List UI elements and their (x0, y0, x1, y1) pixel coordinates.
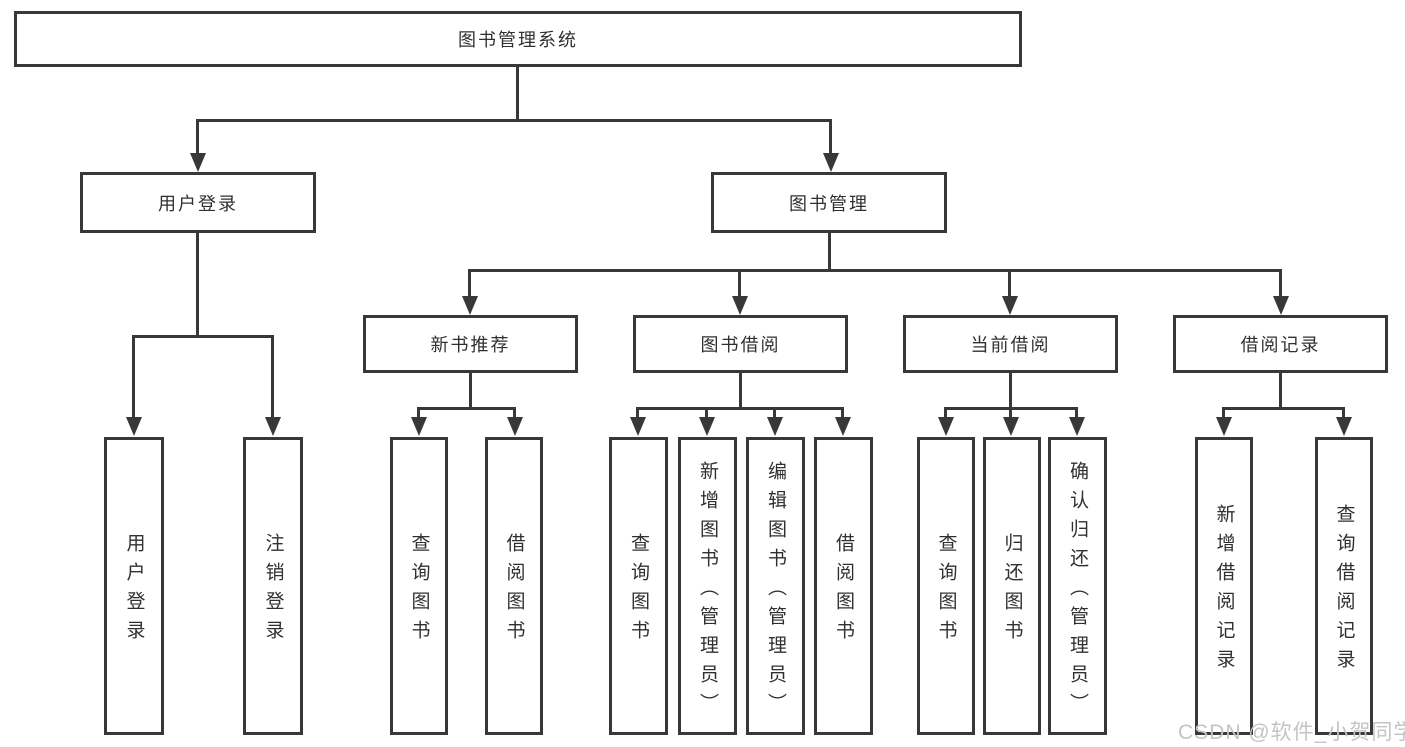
node-label: 确认归还（管理员） (1067, 460, 1088, 722)
connector-line (1008, 269, 1011, 298)
node-return-books: 归还图书 (983, 437, 1041, 735)
node-label: 图书管理系统 (458, 30, 578, 50)
arrowhead-icon (938, 417, 954, 436)
connector-line (739, 373, 742, 410)
connector-line (417, 407, 420, 419)
arrowhead-icon (767, 417, 783, 436)
node-label: 图书借阅 (700, 335, 781, 355)
connector-line (271, 335, 274, 418)
node-confirm-return-admin: 确认归还（管理员） (1048, 437, 1107, 735)
node-add-borrow-record: 新增借阅记录 (1195, 437, 1253, 735)
connector-line (1279, 269, 1282, 298)
connector-line (196, 119, 832, 122)
node-borrowing-records: 借阅记录 (1173, 315, 1388, 373)
arrowhead-icon (630, 417, 646, 436)
node-logout: 注销登录 (243, 437, 303, 735)
node-book-borrowing: 图书借阅 (633, 315, 848, 373)
connector-line (132, 335, 274, 338)
arrowhead-icon (1069, 417, 1085, 436)
node-book-management: 图书管理 (711, 172, 947, 233)
connector-line (516, 67, 519, 120)
node-label: 查询借阅记录 (1333, 504, 1355, 678)
connector-line (841, 407, 844, 419)
connector-line (636, 407, 639, 419)
arrowhead-icon (190, 153, 206, 172)
connector-line (1222, 407, 1345, 410)
connector-line (196, 119, 199, 155)
arrowhead-icon (835, 417, 851, 436)
node-label: 查询图书 (628, 533, 649, 649)
node-label: 查询图书 (935, 533, 957, 649)
arrowhead-icon (1003, 417, 1019, 436)
node-query-books-2: 查询图书 (609, 437, 668, 735)
arrowhead-icon (699, 417, 715, 436)
node-label: 借阅图书 (503, 533, 525, 649)
arrowhead-icon (1336, 417, 1352, 436)
csdn-watermark: CSDN @软件_小贺同学 (1178, 721, 1405, 744)
arrowhead-icon (411, 417, 427, 436)
node-label: 借阅记录 (1240, 335, 1321, 355)
node-label: 注销登录 (262, 533, 284, 649)
node-borrow-books-1: 借阅图书 (485, 437, 543, 735)
node-current-borrowing: 当前借阅 (903, 315, 1118, 373)
node-user-login-action: 用户登录 (104, 437, 164, 735)
arrowhead-icon (462, 296, 478, 315)
connector-line (469, 373, 472, 410)
arrowhead-icon (1216, 417, 1232, 436)
node-label: 新书推荐 (430, 335, 511, 355)
node-new-book-recommendation: 新书推荐 (363, 315, 578, 373)
node-label: 查询图书 (408, 533, 430, 649)
connector-line (1222, 407, 1225, 419)
node-library-system: 图书管理系统 (14, 11, 1022, 67)
node-add-books-admin: 新增图书（管理员） (678, 437, 737, 735)
arrowhead-icon (1273, 296, 1289, 315)
node-label: 归还图书 (1001, 533, 1023, 649)
node-edit-books-admin: 编辑图书（管理员） (746, 437, 805, 735)
arrowhead-icon (1002, 296, 1018, 315)
connector-line (828, 233, 831, 271)
connector-line (513, 407, 516, 419)
arrowhead-icon (265, 417, 281, 436)
connector-line (417, 407, 516, 410)
connector-line (1009, 407, 1012, 419)
arrowhead-icon (507, 417, 523, 436)
connector-line (1342, 407, 1345, 419)
arrowhead-icon (126, 417, 142, 436)
connector-line (705, 407, 708, 419)
connector-line (468, 269, 471, 298)
connector-line (1075, 407, 1078, 419)
node-label: 图书管理 (789, 193, 869, 214)
node-user-login: 用户登录 (80, 172, 316, 233)
node-label: 新增借阅记录 (1213, 504, 1235, 678)
connector-line (196, 233, 199, 338)
connector-line (468, 269, 1282, 272)
node-label: 用户登录 (123, 533, 145, 649)
node-label: 新增图书（管理员） (697, 460, 718, 722)
connector-line (738, 269, 741, 298)
connector-line (1009, 373, 1012, 410)
node-query-books-3: 查询图书 (917, 437, 975, 735)
arrowhead-icon (732, 296, 748, 315)
connector-line (132, 335, 135, 418)
connector-line (1279, 373, 1282, 410)
node-label: 当前借阅 (970, 335, 1051, 355)
node-query-borrow-record: 查询借阅记录 (1315, 437, 1373, 735)
connector-line (944, 407, 947, 419)
node-query-books-1: 查询图书 (390, 437, 448, 735)
connector-line (636, 407, 844, 410)
node-label: 用户登录 (158, 193, 238, 214)
node-label: 借阅图书 (833, 533, 854, 649)
connector-line (829, 119, 832, 155)
connector-line (773, 407, 776, 419)
arrowhead-icon (823, 153, 839, 172)
node-borrow-books-2: 借阅图书 (814, 437, 873, 735)
node-label: 编辑图书（管理员） (765, 460, 786, 722)
